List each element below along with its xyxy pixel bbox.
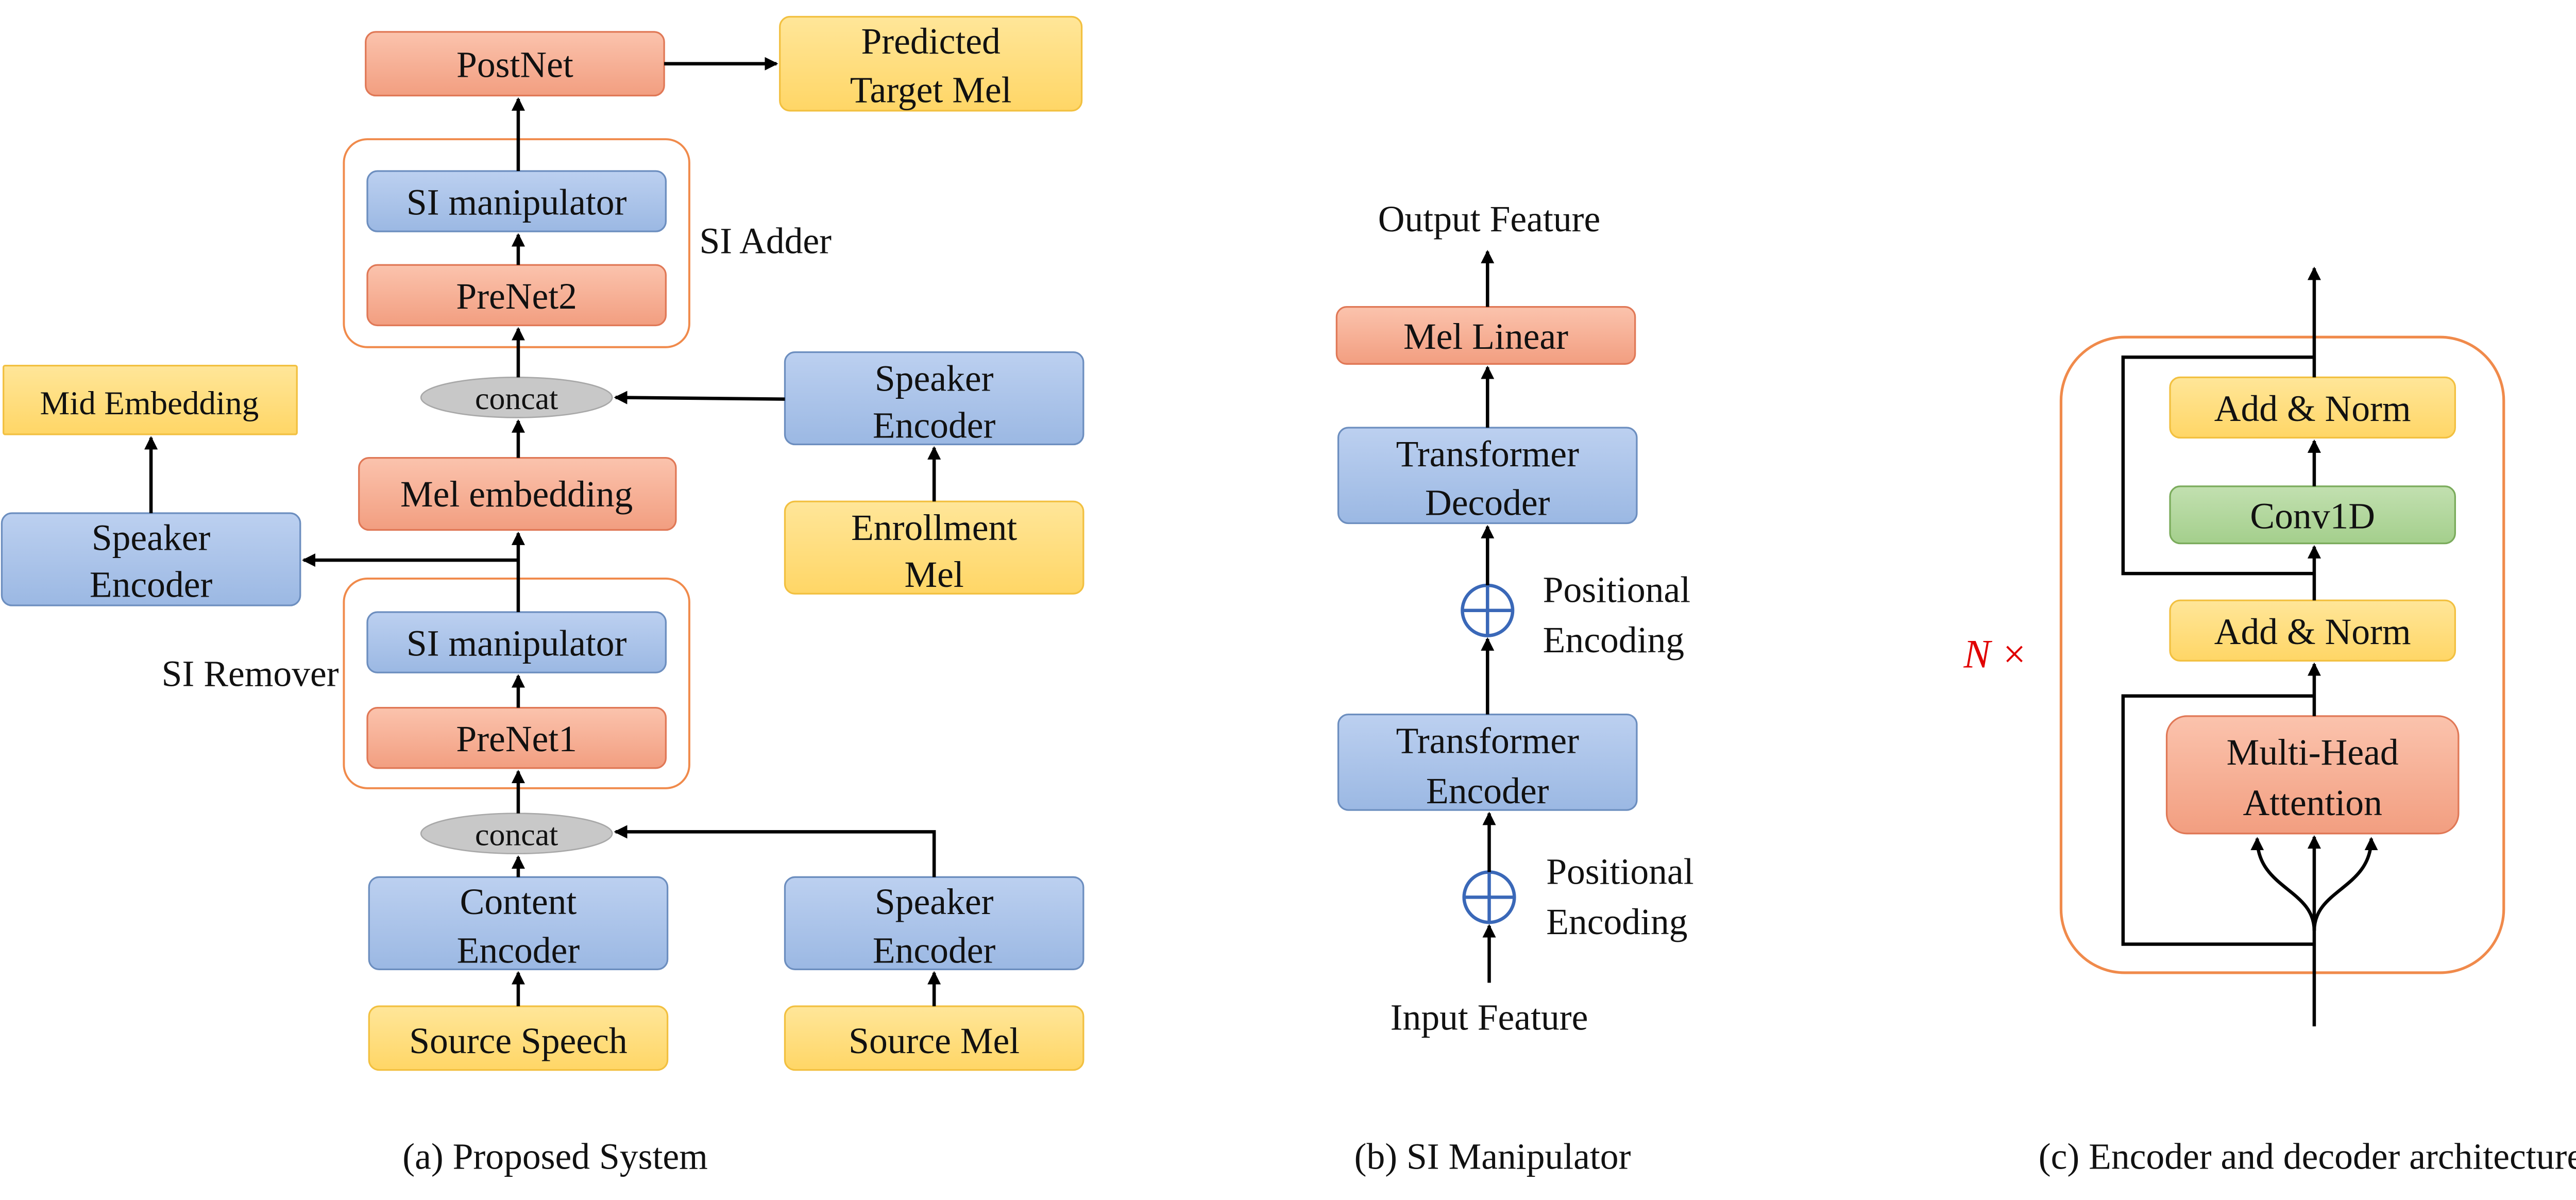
add-norm-top-block: Add & Norm — [2169, 376, 2456, 439]
speaker-encoder-source-line1: Speaker — [875, 882, 994, 922]
content-encoder-block: Content Encoder — [368, 876, 669, 971]
speaker-encoder-enrollment-block: Speaker Encoder — [784, 351, 1084, 446]
transformer-decoder-line1: Transformer — [1396, 434, 1579, 475]
content-encoder-line2: Encoder — [457, 930, 580, 971]
predicted-target-mel-block: Predicted Target Mel — [779, 15, 1083, 112]
panel-c-encoder-decoder: N × Add & Norm Conv1D Add & Norm Multi-H… — [1963, 266, 2576, 1177]
input-feature-label: Input Feature — [1391, 998, 1588, 1038]
panel-b-arrows — [1481, 249, 1496, 983]
residual-connection-top — [2121, 356, 2314, 576]
positional-encoding-top-line1: Positional — [1543, 570, 1690, 611]
panel-c-caption: (c) Encoder and decoder architecture — [2039, 1137, 2576, 1177]
enrollment-mel-line2: Mel — [904, 554, 963, 595]
arrow-speaker-encoder-to-concat — [614, 825, 936, 877]
concat-bottom-node: concat — [420, 813, 613, 855]
panel-a-caption: (a) Proposed System — [402, 1137, 708, 1177]
enrollment-mel-block: Enrollment Mel — [784, 500, 1084, 595]
source-mel-block: Source Mel — [784, 1005, 1084, 1071]
source-mel-label: Source Mel — [849, 1021, 1020, 1061]
panel-b-caption: (b) SI Manipulator — [1354, 1137, 1631, 1177]
mel-linear-label: Mel Linear — [1403, 316, 1568, 357]
positional-encoding-bottom-symbol — [1462, 870, 1516, 924]
add-norm-bottom-label: Add & Norm — [2214, 612, 2411, 652]
concat-top-node: concat — [420, 377, 613, 418]
speaker-encoder-mid-block: Speaker Encoder — [1, 512, 301, 606]
mid-embedding-block: Mid Embedding — [3, 364, 298, 435]
predicted-target-mel-line1: Predicted — [861, 21, 1000, 62]
prenet2-label: PreNet2 — [456, 276, 577, 317]
transformer-encoder-block: Transformer Encoder — [1337, 713, 1638, 812]
panel-a-arrows — [144, 57, 941, 1006]
residual-connection-bottom — [2121, 694, 2314, 946]
mid-embedding-label: Mid Embedding — [40, 385, 259, 422]
si-adder-label: SI Adder — [699, 221, 832, 261]
concat-bottom-label: concat — [475, 817, 558, 852]
add-norm-top-label: Add & Norm — [2214, 388, 2411, 429]
postnet-label: PostNet — [456, 45, 573, 86]
transformer-layer-frame — [2059, 335, 2505, 974]
source-speech-label: Source Speech — [409, 1021, 627, 1061]
postnet-block: PostNet — [365, 31, 665, 97]
si-manipulator-remover-block: SI manipulator — [366, 611, 667, 673]
prenet1-label: PreNet1 — [456, 719, 577, 759]
si-manipulator-remover-label: SI manipulator — [406, 623, 627, 664]
mel-linear-block: Mel Linear — [1335, 306, 1636, 365]
multi-head-attention-line2: Attention — [2243, 783, 2382, 823]
content-encoder-line1: Content — [460, 882, 577, 922]
enrollment-mel-line1: Enrollment — [851, 508, 1017, 548]
panel-b-si-manipulator: Output Feature Mel Linear Transformer De… — [1335, 199, 1694, 1177]
n-times-label: N × — [1963, 631, 2027, 676]
transformer-encoder-line2: Encoder — [1426, 771, 1549, 812]
add-norm-bottom-block: Add & Norm — [2169, 599, 2456, 662]
speaker-encoder-source-line2: Encoder — [873, 930, 996, 971]
attention-input-left — [2250, 837, 2316, 931]
positional-encoding-bottom-line1: Positional — [1546, 851, 1693, 892]
panel-a-proposed-system: SI Adder SI Remover PostNet Predicted Ta… — [1, 15, 1084, 1177]
speaker-encoder-source-block: Speaker Encoder — [784, 876, 1084, 971]
transformer-encoder-line1: Transformer — [1396, 720, 1579, 761]
si-manipulator-adder-label: SI manipulator — [406, 182, 627, 223]
transformer-decoder-block: Transformer Decoder — [1337, 427, 1638, 525]
positional-encoding-bottom-line2: Encoding — [1546, 902, 1687, 942]
speaker-encoder-enrollment-line1: Speaker — [875, 358, 994, 399]
output-feature-label: Output Feature — [1378, 199, 1600, 240]
source-speech-block: Source Speech — [368, 1005, 669, 1071]
attention-input-right — [2312, 837, 2378, 931]
panel-c-arrows — [2121, 266, 2378, 1026]
multi-head-attention-line1: Multi-Head — [2227, 732, 2399, 773]
multi-head-attention-block: Multi-Head Attention — [2165, 715, 2460, 835]
speaker-encoder-enrollment-line2: Encoder — [873, 405, 996, 446]
si-remover-label: SI Remover — [162, 653, 339, 694]
si-manipulator-adder-block: SI manipulator — [366, 170, 667, 232]
prenet1-block: PreNet1 — [366, 706, 667, 769]
arrow-speaker-encoder-to-concat-top — [614, 391, 785, 404]
prenet2-block: PreNet2 — [366, 264, 667, 327]
positional-encoding-top-symbol — [1461, 583, 1515, 637]
mel-embedding-block: Mel embedding — [358, 457, 677, 531]
predicted-target-mel-line2: Target Mel — [850, 70, 1012, 111]
concat-top-label: concat — [475, 381, 558, 416]
transformer-decoder-line2: Decoder — [1425, 482, 1550, 523]
mel-embedding-label: Mel embedding — [400, 474, 633, 515]
speaker-encoder-mid-line2: Encoder — [90, 565, 213, 605]
positional-encoding-top-line2: Encoding — [1543, 620, 1684, 661]
speaker-encoder-mid-line1: Speaker — [92, 518, 211, 559]
conv1d-label: Conv1D — [2250, 496, 2375, 536]
conv1d-block: Conv1D — [2169, 485, 2456, 545]
